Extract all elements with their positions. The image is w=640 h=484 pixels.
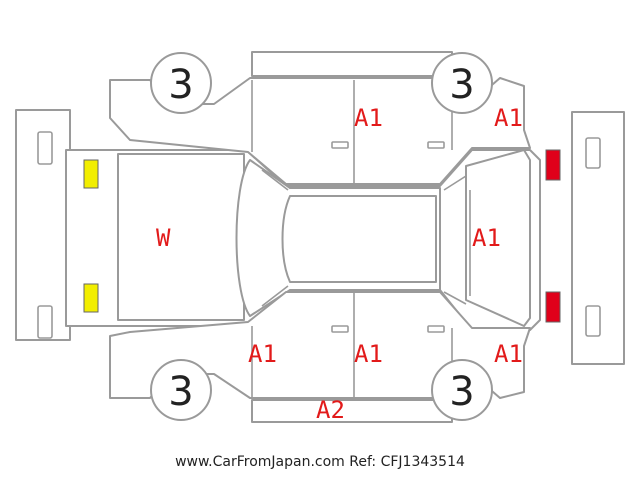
watermark-footer: www.CarFromJapan.com Ref: CFJ1343514 [0, 454, 640, 470]
tyre-rear-right: 3 [431, 359, 493, 421]
rear-bumper [571, 111, 625, 365]
tyre-front-left-grade: 3 [168, 62, 193, 108]
grade-rear-upper-corner: A1 [494, 104, 523, 132]
front-bumper [15, 109, 71, 341]
tyre-front-left: 3 [150, 52, 212, 114]
grade-roof-upper: A1 [354, 104, 383, 132]
front-lamp-top [83, 159, 99, 189]
rear-lamp-bottom [545, 291, 561, 323]
grade-rear-window: A1 [472, 224, 501, 252]
upper-side-panels [109, 51, 531, 185]
tyre-rear-right-grade: 3 [449, 369, 474, 415]
grade-front-window: W [156, 224, 171, 252]
footer-ref: Ref: CFJ1343514 [349, 454, 465, 470]
lower-side-panels [109, 291, 531, 423]
front-lamp-bottom [83, 283, 99, 313]
grade-lower-pillar: A1 [248, 340, 277, 368]
tyre-front-right: 3 [431, 52, 493, 114]
grade-lower-sill: A2 [316, 396, 345, 424]
footer-site: www.CarFromJapan.com [175, 454, 345, 470]
tyre-rear-left: 3 [150, 359, 212, 421]
rear-lamp-top [545, 149, 561, 181]
tyre-rear-left-grade: 3 [168, 369, 193, 415]
grade-lower-door: A1 [354, 340, 383, 368]
tyre-front-right-grade: 3 [449, 62, 474, 108]
grade-rear-lower-corner: A1 [494, 340, 523, 368]
car-body [65, 149, 541, 331]
